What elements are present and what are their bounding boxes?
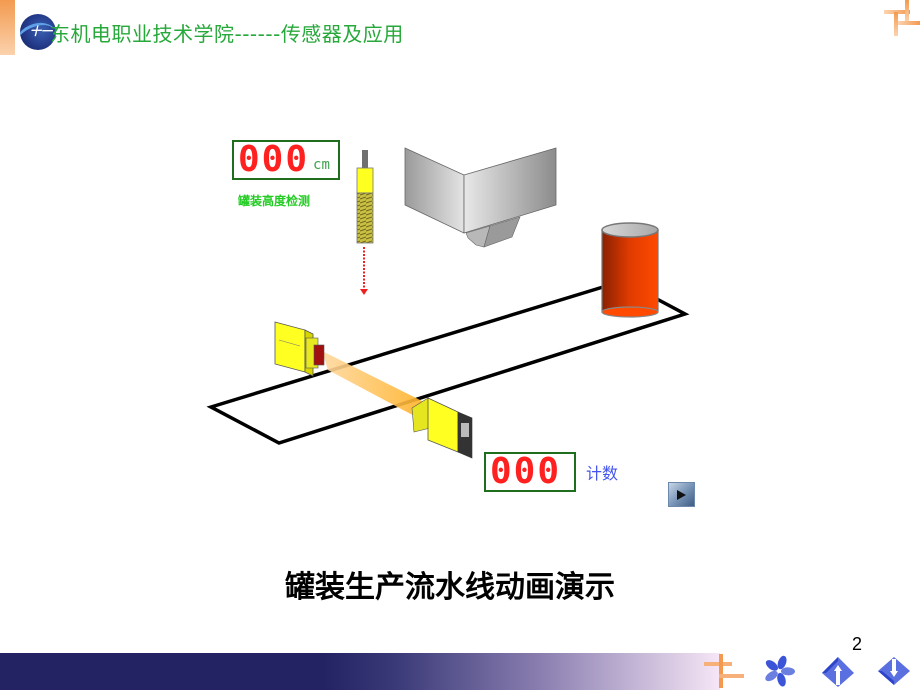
photo-receiver-icon bbox=[411, 397, 473, 459]
page-number: 2 bbox=[852, 634, 863, 654]
orange-can-icon bbox=[601, 222, 659, 318]
height-display-value: 000 bbox=[238, 139, 310, 180]
college-logo-icon: 十一 bbox=[20, 14, 56, 50]
count-label: 计数 bbox=[586, 464, 619, 483]
height-detect-label: 罐装高度检测 bbox=[238, 194, 311, 208]
height-display: 000 cm bbox=[232, 140, 340, 180]
play-button[interactable] bbox=[668, 482, 695, 507]
orange-corner-ornament-icon bbox=[704, 654, 744, 688]
pinwheel-home-icon[interactable] bbox=[762, 655, 796, 687]
footer-bar bbox=[0, 653, 720, 690]
count-display-value: 000 bbox=[490, 451, 562, 492]
photo-emitter-icon bbox=[274, 321, 325, 377]
header-accent-strip bbox=[0, 0, 15, 55]
header-title: 东机电职业技术学院------传感器及应用 bbox=[50, 22, 404, 46]
play-icon bbox=[677, 489, 686, 500]
next-slide-icon[interactable] bbox=[876, 655, 912, 687]
slide-caption: 罐装生产流水线动画演示 bbox=[285, 570, 615, 605]
orange-corner-ornament-icon bbox=[884, 0, 920, 36]
previous-slide-icon[interactable] bbox=[820, 655, 856, 687]
count-display: 000 bbox=[484, 452, 576, 492]
height-display-unit: cm bbox=[313, 157, 330, 173]
light-beam bbox=[322, 351, 428, 420]
ultrasonic-sensor-icon bbox=[356, 150, 374, 295]
filling-hopper-icon bbox=[404, 147, 557, 248]
